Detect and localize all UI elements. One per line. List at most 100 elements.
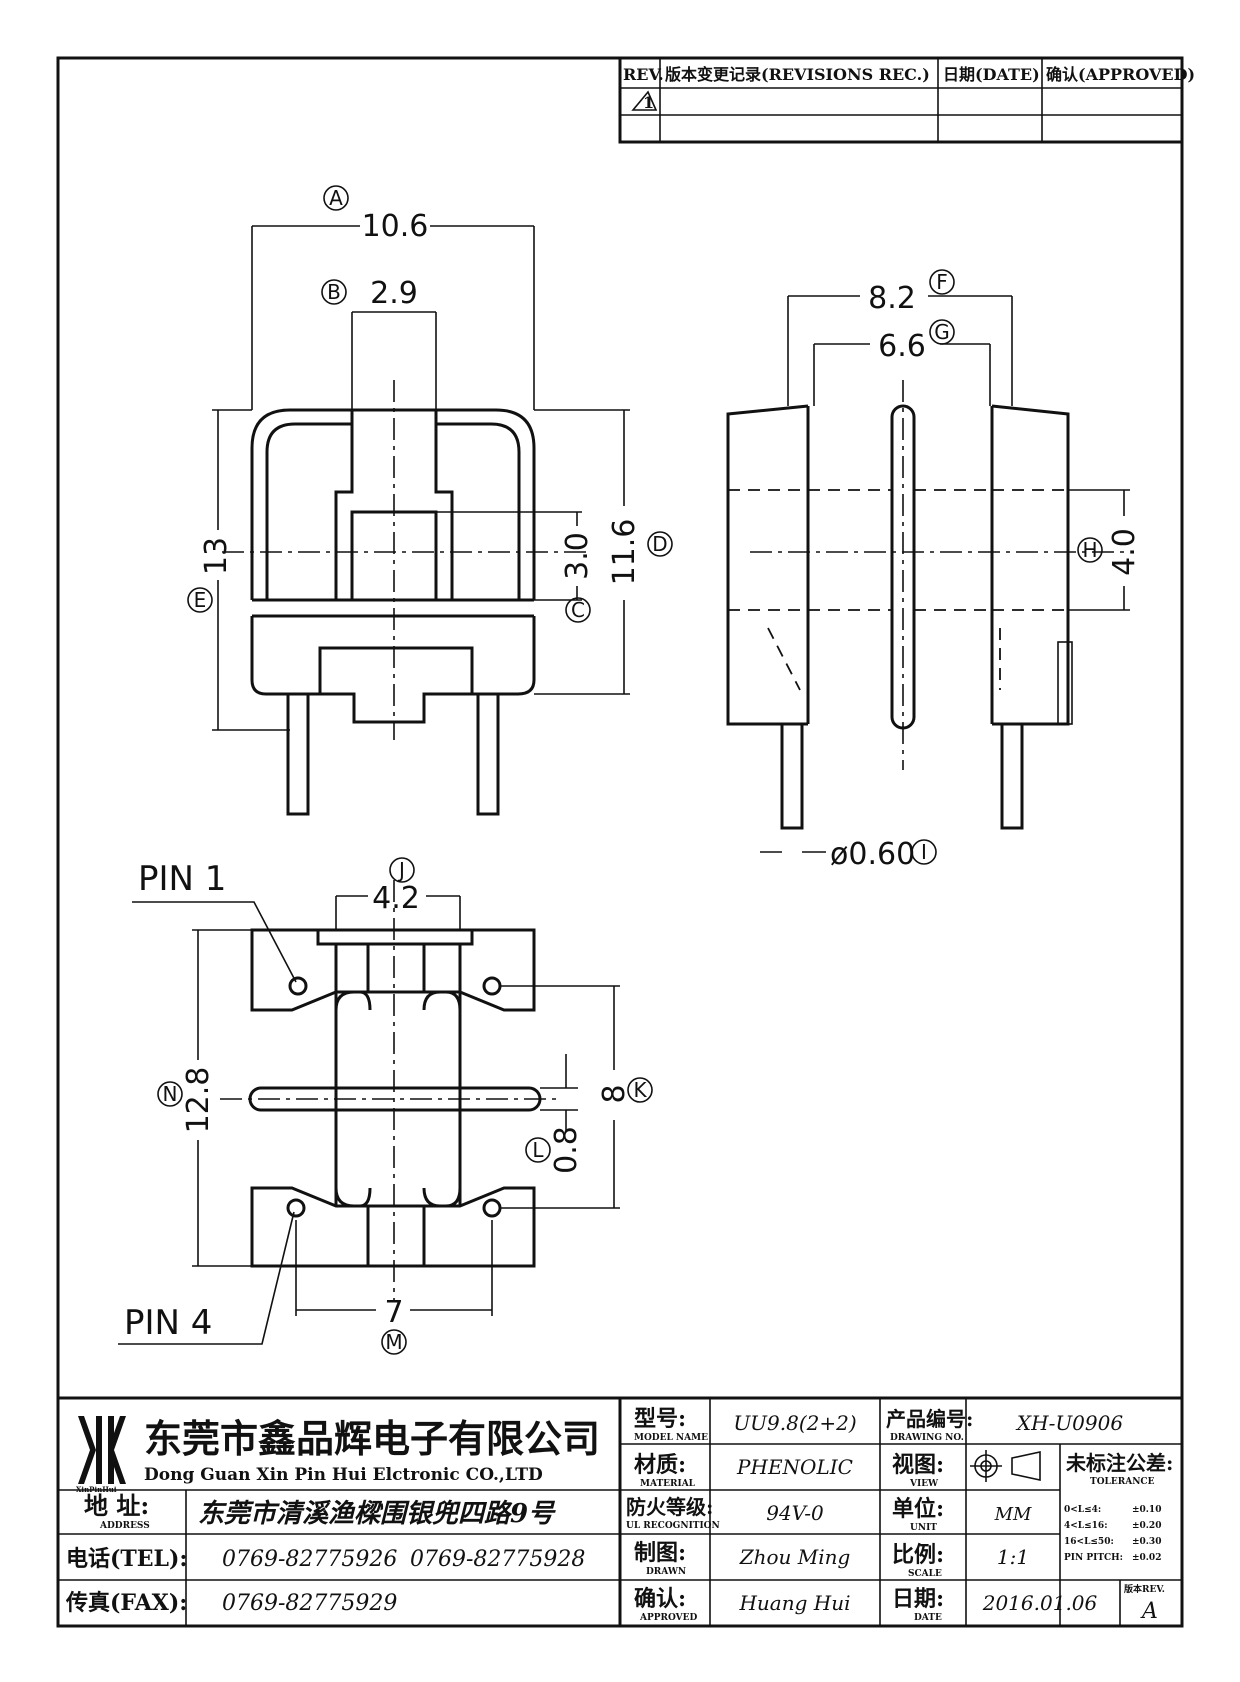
- dim-l-value: 0.8: [549, 1126, 584, 1174]
- title-block: XinPinHui 东莞市鑫品辉电子有限公司 Dong Guan Xin Pin…: [56, 1396, 1184, 1628]
- tolerance-range-3: PIN PITCH:: [1064, 1553, 1123, 1563]
- dim-e-tag: [187, 587, 213, 613]
- ul-label-en: UL RECOGNITION: [626, 1521, 720, 1531]
- dim-e-value: 13: [199, 537, 234, 575]
- dim-g-tag: [929, 319, 955, 345]
- approved-label-en: APPROVED: [639, 1613, 698, 1623]
- dim-j-tag: [389, 857, 415, 883]
- date-value: 2016.01.06: [982, 1591, 1098, 1615]
- tolerance-value-2: ±0.30: [1132, 1537, 1161, 1547]
- address-label-en: ADDRESS: [99, 1521, 150, 1531]
- address-label: 地 址:: [84, 1491, 149, 1520]
- dimension-d: 11.6 D: [534, 409, 673, 695]
- dim-k-value: 8: [597, 1084, 632, 1103]
- dim-k-tag: [627, 1077, 653, 1103]
- pin-2-hole: [482, 976, 502, 996]
- dim-n-tag: [157, 1081, 183, 1107]
- fax-value: 0769-82775929: [222, 1591, 397, 1616]
- dim-d-value: 11.6: [607, 519, 642, 586]
- dimension-h: 4.0 H: [1068, 489, 1142, 611]
- tolerance-value-3: ±0.02: [1132, 1553, 1161, 1563]
- tolerance-table: 0<L≤4: ±0.10 4<L≤16: ±0.20 16<L≤50: ±0.3…: [1064, 1505, 1161, 1563]
- approved-header: 确认(APPROVED): [1046, 65, 1195, 84]
- dim-f-tag-letter: F: [936, 270, 948, 294]
- revision-table: REV. 版本变更记录(REVISIONS REC.) 日期(DATE) 确认(…: [618, 56, 1195, 144]
- dim-i-value: ø0.60: [830, 837, 915, 872]
- dimension-n: 12.8 N: [157, 929, 252, 1267]
- dim-c-tag-letter: C: [571, 598, 585, 622]
- drawn-value: Zhou Ming: [739, 1545, 851, 1569]
- date-header: 日期(DATE): [943, 65, 1040, 84]
- dim-g-tag-letter: G: [934, 320, 950, 344]
- front-view: [222, 380, 588, 816]
- revision-symbol: 1: [643, 93, 654, 112]
- dim-j-value: 4.2: [372, 881, 420, 916]
- dimension-c: 3.0 C: [436, 511, 595, 623]
- pin-4-label: PIN 4: [124, 1303, 212, 1343]
- material-label-en: MATERIAL: [640, 1479, 696, 1489]
- tel-2: 0769-82775928: [410, 1547, 585, 1572]
- tel-1: 0769-82775926: [222, 1547, 397, 1572]
- dim-c-tag: [565, 597, 591, 623]
- dimension-a: A 10.6: [251, 185, 535, 410]
- projection-symbol-icon: [970, 1450, 1041, 1482]
- tolerance-value-0: ±0.10: [1132, 1505, 1161, 1515]
- dim-i-tag-letter: I: [921, 840, 927, 864]
- model-label-en: MODEL NAME: [634, 1433, 708, 1443]
- tolerance-label-en: TOLERANCE: [1090, 1477, 1155, 1487]
- dim-l-tag: [525, 1137, 551, 1163]
- version-label: 版本REV.: [1123, 1583, 1165, 1595]
- dim-e-tag-letter: E: [194, 588, 207, 612]
- rev-header: REV.: [623, 65, 664, 84]
- dim-h-tag: [1077, 537, 1103, 563]
- scale-label: 比例:: [892, 1542, 944, 1568]
- dimension-g: 6.6 G: [813, 319, 991, 406]
- dimension-i: ø0.60 I: [760, 837, 937, 872]
- pin-1-hole: [288, 976, 308, 996]
- dim-b-tag: [321, 279, 347, 305]
- dimension-k: 8 K: [500, 985, 653, 1209]
- dimension-f: 8.2 F: [787, 269, 1013, 406]
- dim-h-value: 4.0: [1107, 528, 1142, 576]
- drawn-label-en: DRAWN: [646, 1567, 686, 1577]
- tolerance-range-0: 0<L≤4:: [1064, 1505, 1101, 1515]
- pin-1-label: PIN 1: [138, 859, 226, 899]
- dim-k-tag-letter: K: [633, 1078, 647, 1102]
- dimension-e: 13 E: [187, 409, 290, 731]
- drawing-border: [56, 56, 1184, 1628]
- pin-3-hole: [482, 1198, 502, 1218]
- dim-l-tag-letter: L: [532, 1138, 544, 1162]
- company-name-en: Dong Guan Xin Pin Hui Elctronic CO.,LTD: [144, 1465, 543, 1485]
- dim-m-value: 7: [384, 1295, 403, 1330]
- dim-d-tag: [647, 531, 673, 557]
- dim-b-tag-letter: B: [327, 280, 341, 304]
- ul-label: 防火等级:: [626, 1495, 713, 1519]
- address-value: 东莞市清溪渔樑围银兜四路9号: [198, 1499, 556, 1529]
- date-label: 日期:: [892, 1586, 944, 1612]
- version-value: A: [1140, 1599, 1158, 1624]
- dim-d-tag-letter: D: [652, 532, 667, 556]
- approved-value: Huang Hui: [738, 1591, 850, 1615]
- tolerance-range-2: 16<L≤50:: [1064, 1537, 1114, 1547]
- unit-label-en: UNIT: [910, 1523, 937, 1533]
- dimension-j: 4.2 J: [335, 857, 461, 930]
- model-label: 型号:: [634, 1406, 686, 1432]
- dim-c-value: 3.0: [560, 532, 595, 580]
- dim-a-tag-letter: A: [329, 186, 343, 210]
- dim-a-tag: [323, 185, 349, 211]
- dim-b-value: 2.9: [370, 276, 418, 311]
- dimension-m: 7 M: [295, 1220, 493, 1355]
- approved-label: 确认:: [634, 1586, 686, 1612]
- revision-triangle-icon: [631, 90, 658, 111]
- tel-label: 电话(TEL):: [66, 1546, 188, 1572]
- dim-a-value: 10.6: [362, 209, 429, 244]
- side-view: [726, 380, 1130, 830]
- scale-label-en: SCALE: [908, 1569, 942, 1579]
- scale-value: 1:1: [997, 1545, 1029, 1569]
- dim-f-value: 8.2: [868, 281, 916, 316]
- view-label: 视图:: [892, 1452, 944, 1478]
- pin-4-hole: [286, 1198, 306, 1218]
- model-value: UU9.8(2+2): [733, 1411, 856, 1435]
- drawing-no-value: XH-U0906: [1015, 1411, 1123, 1435]
- dim-m-tag: [381, 1329, 407, 1355]
